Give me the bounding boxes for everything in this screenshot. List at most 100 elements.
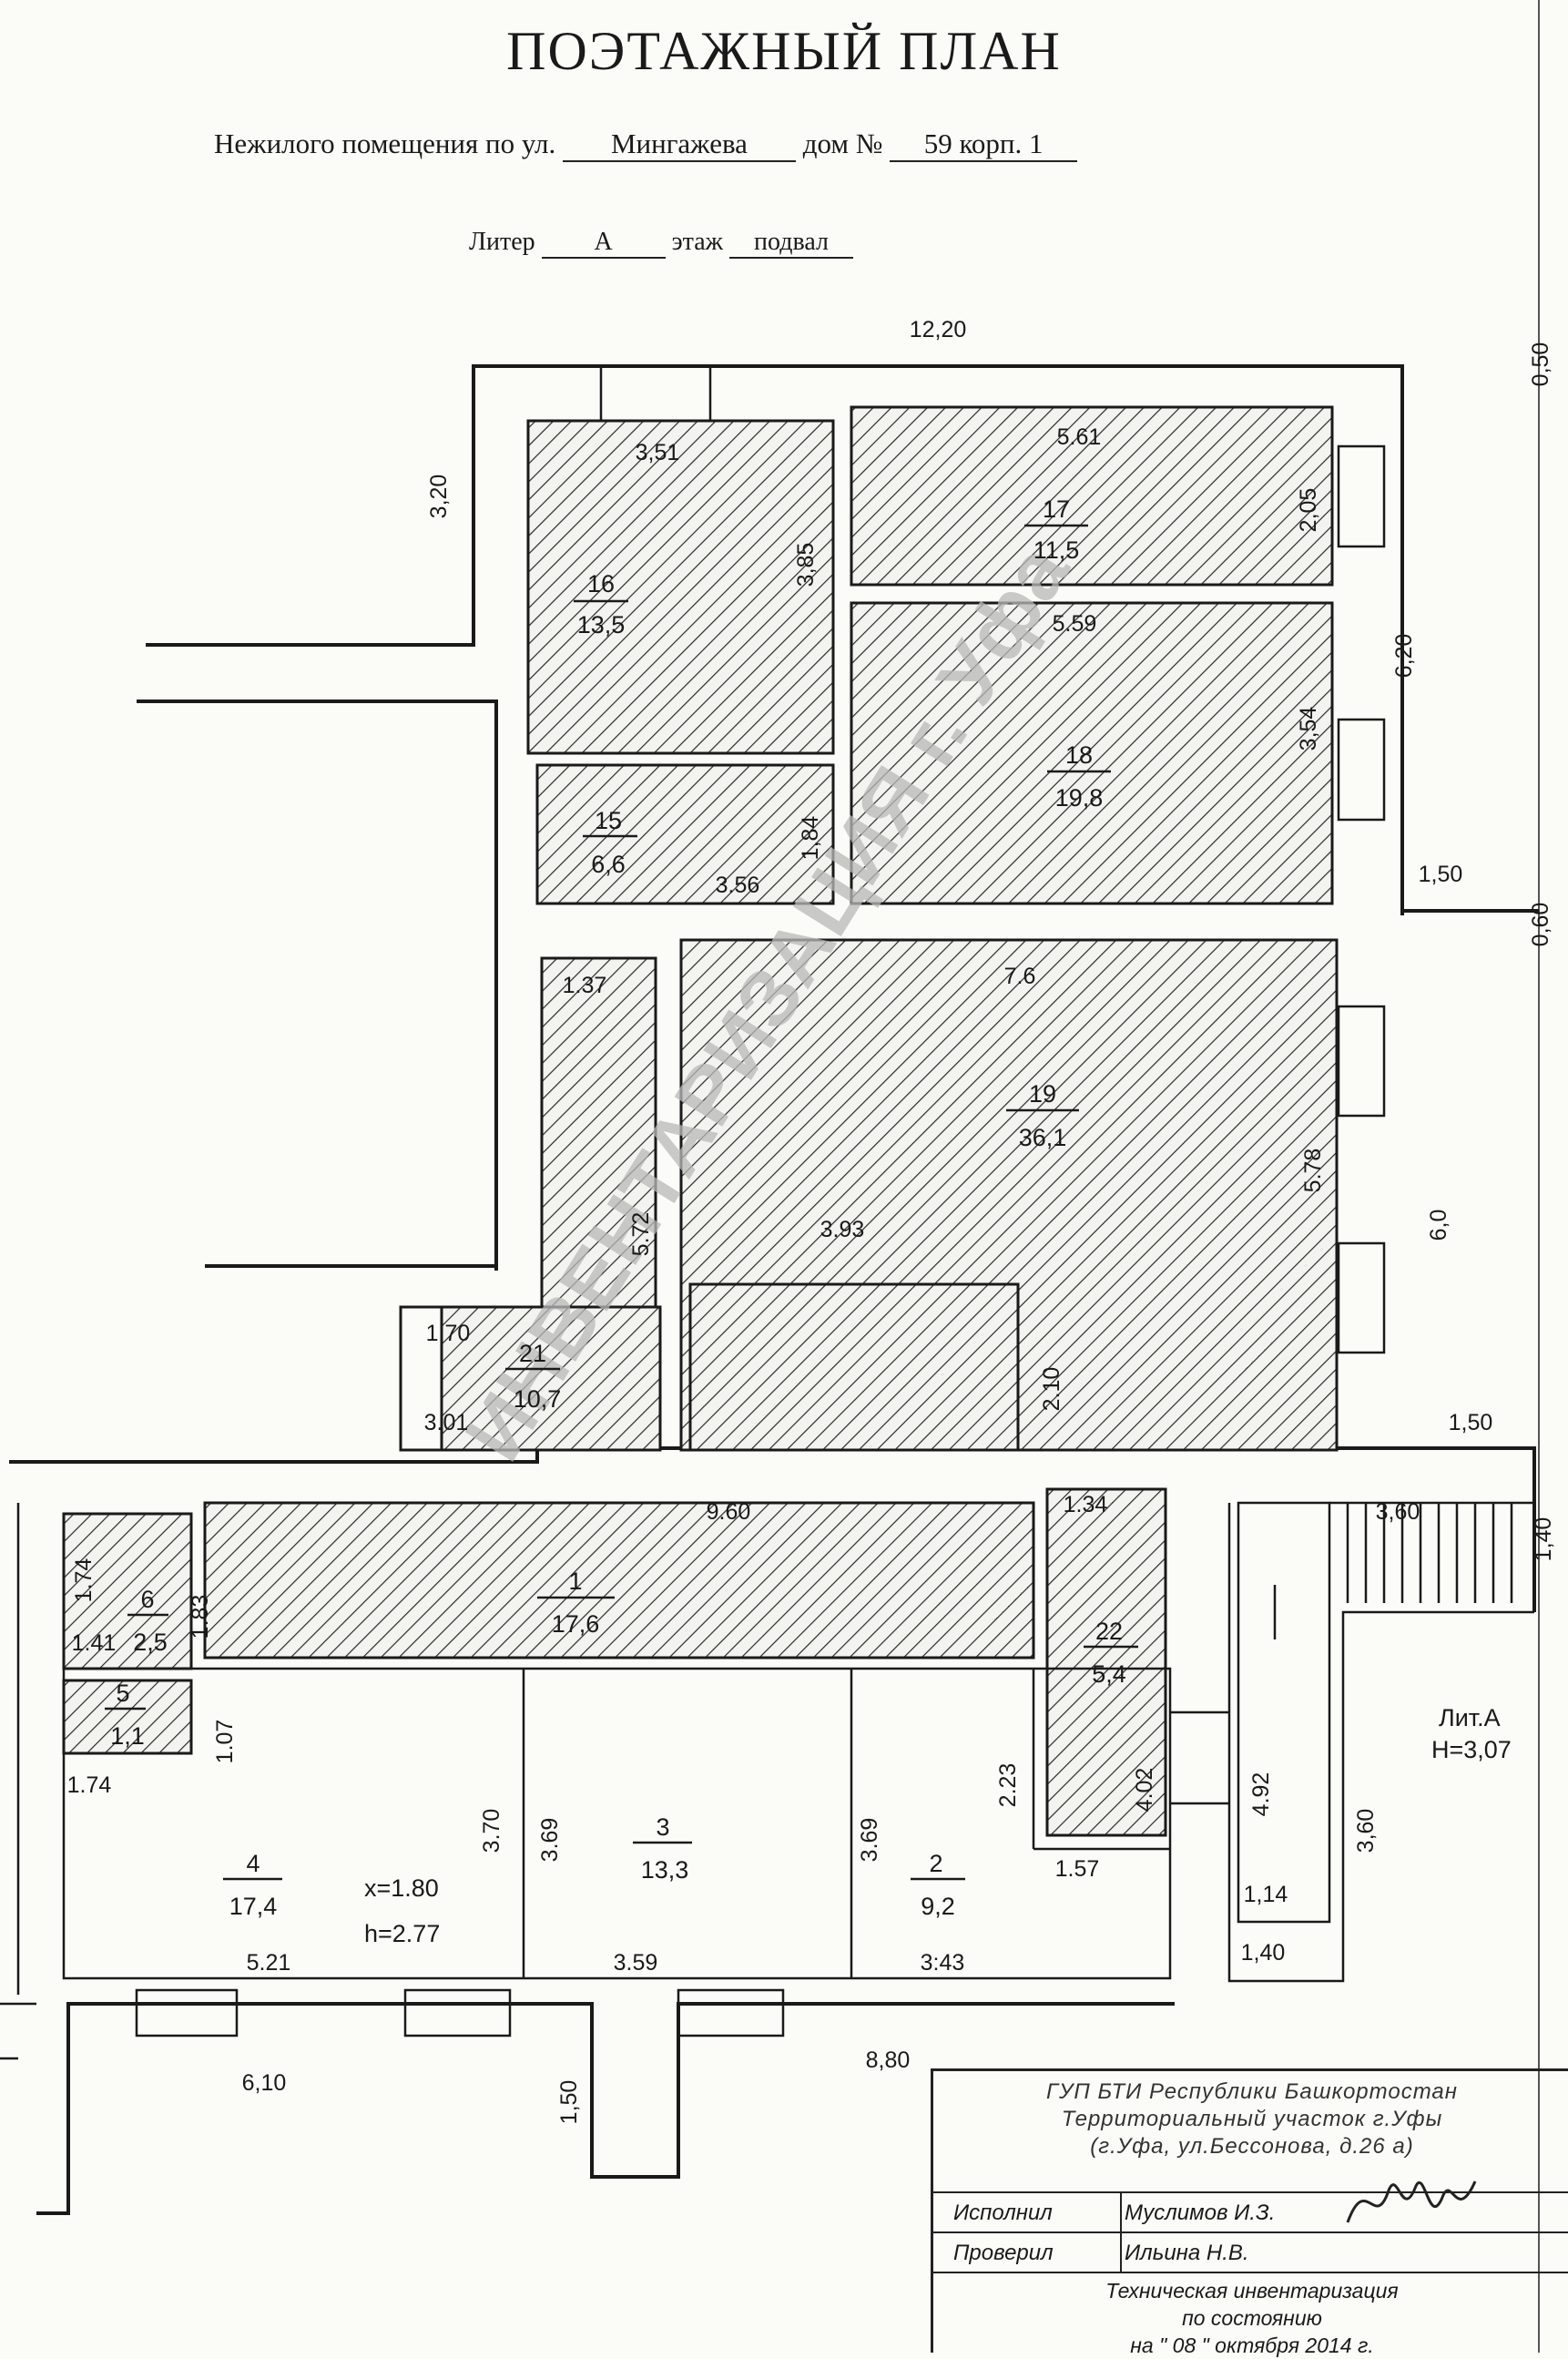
dim-label: 5.59 (1053, 611, 1097, 637)
dim-label: 1.57 (1055, 1856, 1100, 1882)
dim-label: 2.23 (995, 1763, 1021, 1808)
dim-label: 9.60 (707, 1499, 751, 1525)
room-19-number: 19 (1029, 1080, 1056, 1108)
street-name: Мингажева (562, 128, 796, 162)
room-1-area: 17,6 (552, 1610, 600, 1638)
room-18-area: 19,8 (1055, 784, 1104, 812)
room-17-number: 17 (1043, 495, 1070, 523)
room-3-area: 13,3 (641, 1856, 689, 1884)
dim-label: 3,60 (1353, 1809, 1379, 1854)
dim-label: 3,20 (426, 475, 452, 519)
room-15-number: 15 (595, 807, 622, 834)
dim-label: 6,20 (1391, 634, 1417, 679)
dim-label: 1,50 (1419, 862, 1463, 887)
executor-name: Муслимов И.З. (1125, 2201, 1276, 2225)
dim-label: 5.72 (628, 1212, 654, 1257)
room-1 (203, 1501, 1035, 1659)
dim-label: 3,60 (1376, 1499, 1420, 1525)
liter-line: Литер А этаж подвал (469, 228, 854, 259)
room-22-area: 5,4 (1092, 1660, 1126, 1688)
dim-label: 1.83 (188, 1595, 213, 1639)
dim-label: 3.01 (424, 1410, 469, 1435)
room-16-area: 13,5 (577, 611, 626, 638)
room-4-area: 17,4 (229, 1893, 278, 1920)
house-number: 59 корп. 1 (890, 128, 1078, 162)
liter-label: Литер (469, 228, 535, 256)
dim-label: 1.37 (563, 973, 607, 998)
stamp-executor-row: Исполнил Муслимов И.З. (933, 2191, 1568, 2233)
room-5-area: 1,1 (110, 1722, 145, 1750)
checker-name: Ильина Н.В. (1125, 2241, 1249, 2265)
floor-label: этаж (671, 228, 724, 256)
dim-label: 3.69 (537, 1818, 563, 1863)
room-18-number: 18 (1065, 741, 1093, 769)
inventory-note: Техническая инвентаризация по состоянию … (933, 2277, 1568, 2359)
room-17-area: 11,5 (1033, 536, 1080, 564)
dim-label: 3.59 (614, 1950, 658, 1976)
room-5-number: 5 (116, 1680, 129, 1707)
stamp-org-line1: ГУП БТИ Республики Башкортостан (1046, 2079, 1458, 2104)
room-5 (62, 1679, 193, 1755)
dim-label: 1,40 (1531, 1517, 1556, 1562)
room-1-number: 1 (568, 1568, 582, 1595)
inventory-line1: Техническая инвентаризация (1105, 2279, 1399, 2303)
room-2-number: 2 (929, 1850, 942, 1877)
checker-label: Проверил (953, 2241, 1054, 2265)
dim-label: 5.61 (1057, 424, 1102, 450)
staircase (1237, 1501, 1534, 1924)
liter-note-label: Лит.А (1439, 1704, 1501, 1731)
room-4-number: 4 (246, 1850, 260, 1877)
address-prefix: Нежилого помещения по ул. (214, 128, 556, 159)
dim-label: 3.56 (716, 873, 760, 898)
room-22-number: 22 (1095, 1618, 1123, 1645)
stamp-checker-row: Проверил Ильина Н.В. (933, 2231, 1568, 2273)
room-22 (1045, 1487, 1167, 1837)
dim-label: 6,0 (1426, 1210, 1451, 1241)
inventory-line2: по состоянию (1182, 2306, 1322, 2330)
room-18 (850, 601, 1334, 905)
room-19-sub (688, 1282, 1020, 1452)
dim-label: 7.6 (1004, 964, 1036, 989)
dim-label: 8,80 (866, 2048, 911, 2073)
window-marks (135, 444, 1386, 2037)
inventory-line3: на " 08 " октября 2014 г. (1130, 2333, 1374, 2357)
room-4-h: h=2.77 (364, 1920, 440, 1947)
dim-label: 3.69 (857, 1818, 882, 1863)
room-21-area: 10,7 (514, 1385, 562, 1413)
room-2-area: 9,2 (921, 1893, 955, 1920)
executor-label: Исполнил (953, 2201, 1053, 2225)
dim-label: 2.10 (1039, 1367, 1064, 1412)
liter-value: А (541, 228, 666, 259)
stamp-org-line3: (г.Уфа, ул.Бессонова, д.26 а) (1090, 2134, 1414, 2159)
dim-label: 0,60 (1528, 903, 1553, 947)
room-21-number: 21 (519, 1340, 546, 1367)
dim-label: 3,51 (636, 440, 680, 465)
room-6 (62, 1512, 193, 1670)
dim-label: 1.34 (1064, 1492, 1108, 1517)
dim-label: 1,40 (1241, 1940, 1286, 1966)
house-label: дом № (802, 128, 883, 159)
dim-label: 4.02 (1132, 1768, 1157, 1813)
dim-label: 1,50 (1449, 1410, 1493, 1435)
dim-label: 3:43 (921, 1950, 965, 1976)
room-6-area: 2,5 (133, 1629, 168, 1656)
dim-label: 1.41 (72, 1630, 117, 1656)
room-15 (535, 763, 835, 905)
dim-label: 1.74 (67, 1772, 112, 1798)
room-labels: 16 13,5 17 11,5 18 19,8 15 6,6 19 36,1 2… (105, 495, 1512, 1947)
dim-label: 0,50 (1528, 342, 1553, 387)
dim-label: 12,20 (910, 317, 967, 342)
dimension-labels: 12,20 0,50 3,20 3,51 3,85 5.61 2,05 5.59… (67, 317, 1556, 2124)
dim-label: 2,05 (1296, 488, 1321, 533)
dim-label: 1.74 (71, 1558, 97, 1603)
dim-label: 3,54 (1296, 707, 1321, 751)
stamp-org: ГУП БТИ Республики Башкортостан Территор… (933, 2078, 1568, 2160)
page-title: ПОЭТАЖНЫЙ ПЛАН (506, 21, 1062, 81)
room-19-area: 36,1 (1019, 1124, 1067, 1151)
floor-value: подвал (729, 228, 854, 259)
room-16-number: 16 (587, 570, 615, 597)
room-16 (526, 419, 835, 755)
room-15-area: 6,6 (591, 851, 626, 878)
title-block-stamp: ГУП БТИ Республики Башкортостан Территор… (931, 2068, 1568, 2357)
